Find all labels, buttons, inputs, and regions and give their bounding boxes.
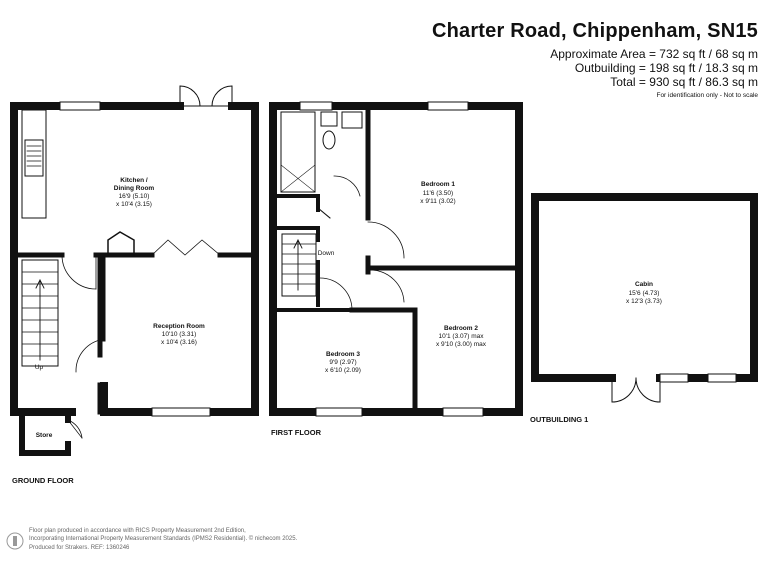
kitchen-name-2: Dining Room [114,185,155,192]
cabin-window-1 [659,373,689,383]
bedroom2-name: Bedroom 2 [444,325,478,332]
bedroom2-window [442,407,484,417]
bedroom2-dim-2: x 9'10 (3.00) max [436,341,487,348]
bedroom1-dim: 11'6 (3.50) [423,190,453,197]
reception-window [151,407,211,417]
bedroom3-name: Bedroom 3 [326,351,360,358]
bedroom1-dim-2: x 9'11 (3.02) [420,198,455,205]
bedroom2-dim: 10'1 (3.07) max [439,333,485,340]
outbuilding-label: OUTBUILDING 1 [530,415,588,424]
property-title: Charter Road, Chippenham, SN15 [431,20,758,42]
reception-dim: 10'10 (3.31) [162,331,197,338]
footer-line-1: Floor plan produced in accordance with R… [29,528,246,534]
stairs-up-label: Up [35,364,44,371]
first-floor [269,101,523,417]
ground-floor [10,85,259,456]
ground-floor-label: GROUND FLOOR [12,476,74,485]
approximate-area: Approximate Area = 732 sq ft / 68 sq m [550,47,758,61]
first-stairs [281,233,317,297]
outbuilding [531,193,758,403]
first-floor-label: FIRST FLOOR [271,428,322,437]
bathroom-window [299,101,333,111]
reception-dim-2: x 10'4 (3.16) [161,339,197,346]
kitchen-name: Kitchen / [120,177,148,184]
cabin-dim-2: x 12'3 (3.73) [626,298,662,305]
reception-name: Reception Room [153,323,205,330]
ground-stairs [21,259,59,367]
bedroom1-window [427,101,469,111]
scale-disclaimer: For identification only - Not to scale [656,92,758,99]
kitchen-dim-2: x 10'4 (3.15) [116,201,152,208]
cabin-dim: 15'6 (4.73) [629,290,660,297]
store-name: Store [36,432,53,439]
cabin-name: Cabin [635,281,653,288]
sink-icon [24,139,44,177]
footer-line-3: Produced for Strakers. REF: 1360246 [29,545,130,551]
bath-icon [280,111,316,193]
bedroom3-window [315,407,363,417]
cabin-window-2 [707,373,737,383]
bedroom3-dim: 9'9 (2.97) [329,359,356,366]
stairs-down-label: Down [318,250,335,257]
outbuilding-area: Outbuilding = 198 sq ft / 18.3 sq m [574,61,758,75]
kitchen-counter [21,109,47,219]
total-area: Total = 930 sq ft / 86.3 sq m [610,75,758,89]
toilet-icon [322,130,336,150]
basin-icon [341,111,363,129]
bedroom1-name: Bedroom 1 [421,181,455,188]
kitchen-window [59,101,101,111]
kitchen-dim: 16'9 (5.10) [119,193,150,200]
footer-line-2: Incorporating International Property Mea… [29,536,298,542]
rics-logo-icon [6,532,24,550]
bedroom3-dim-2: x 6'10 (2.09) [325,367,361,374]
